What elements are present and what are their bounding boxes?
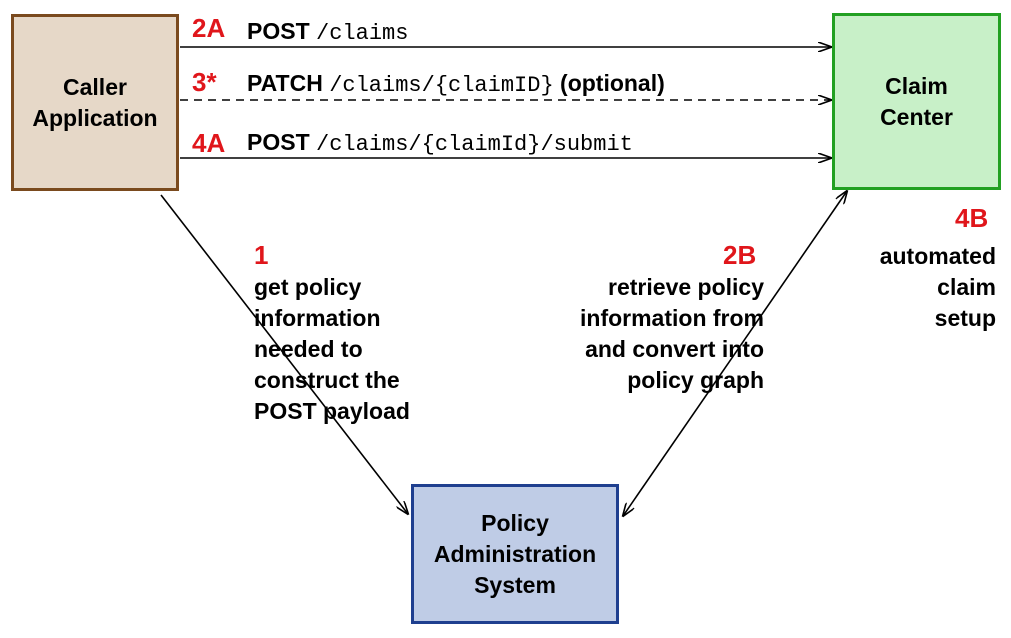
caller-application-node: Caller Application xyxy=(11,14,179,191)
step-2b-description: retrieve policy information from and con… xyxy=(580,272,764,396)
step-3-suffix: (optional) xyxy=(560,70,665,96)
step-1-line5: POST payload xyxy=(254,398,410,424)
step-3-method: PATCH xyxy=(247,70,323,96)
arrow-1 xyxy=(160,194,408,514)
step-1-number: 1 xyxy=(254,240,269,270)
step-2b-line2: information from xyxy=(580,305,764,331)
policy-label-line2: Administration xyxy=(433,540,597,567)
step-2a-number: 2A xyxy=(192,13,226,43)
claim-center-label-line2: Center xyxy=(880,103,953,130)
step-4a-number: 4A xyxy=(192,128,226,158)
claim-center-node: Claim Center xyxy=(832,13,1001,190)
step-3-number: 3* xyxy=(192,67,217,97)
step-1-line1: get policy xyxy=(254,274,362,300)
caller-label-line2: Application xyxy=(32,104,158,131)
step-4b-line2: claim xyxy=(937,274,996,300)
claim-center-label-line1: Claim xyxy=(885,72,948,99)
policy-administration-system-node: Policy Administration System xyxy=(411,484,619,624)
step-1-line2: information xyxy=(254,305,381,331)
step-4b-line3: setup xyxy=(934,305,996,331)
step-3-label: PATCH /claims/{claimID} (optional) xyxy=(247,70,665,98)
step-4b-number: 4B xyxy=(955,203,989,233)
step-1-description: get policy information needed to constru… xyxy=(254,272,410,427)
step-1-line3: needed to xyxy=(254,336,363,362)
step-4a-method: POST xyxy=(247,129,310,155)
step-3-path: /claims/{claimID} xyxy=(329,73,554,98)
caller-label-line1: Caller xyxy=(63,73,127,100)
step-2b-line3: and convert into xyxy=(585,336,764,362)
step-2a-method: POST xyxy=(247,18,310,44)
policy-label-line1: Policy xyxy=(481,509,549,536)
step-2b-line4: policy graph xyxy=(627,367,764,393)
step-4b-line1: automated xyxy=(879,243,996,269)
step-4a-label: POST /claims/{claimId}/submit xyxy=(247,129,633,157)
step-2b-number: 2B xyxy=(723,240,757,270)
step-2a-path: /claims xyxy=(316,21,409,46)
step-4a-path: /claims/{claimId}/submit xyxy=(316,132,633,157)
step-1-line4: construct the xyxy=(254,367,400,393)
step-2a-label: POST /claims xyxy=(247,18,408,46)
arrow-2b xyxy=(623,191,847,516)
policy-label-line3: System xyxy=(474,571,556,598)
step-4b-description: automated claim setup xyxy=(880,241,996,334)
step-2b-line1: retrieve policy xyxy=(608,274,764,300)
